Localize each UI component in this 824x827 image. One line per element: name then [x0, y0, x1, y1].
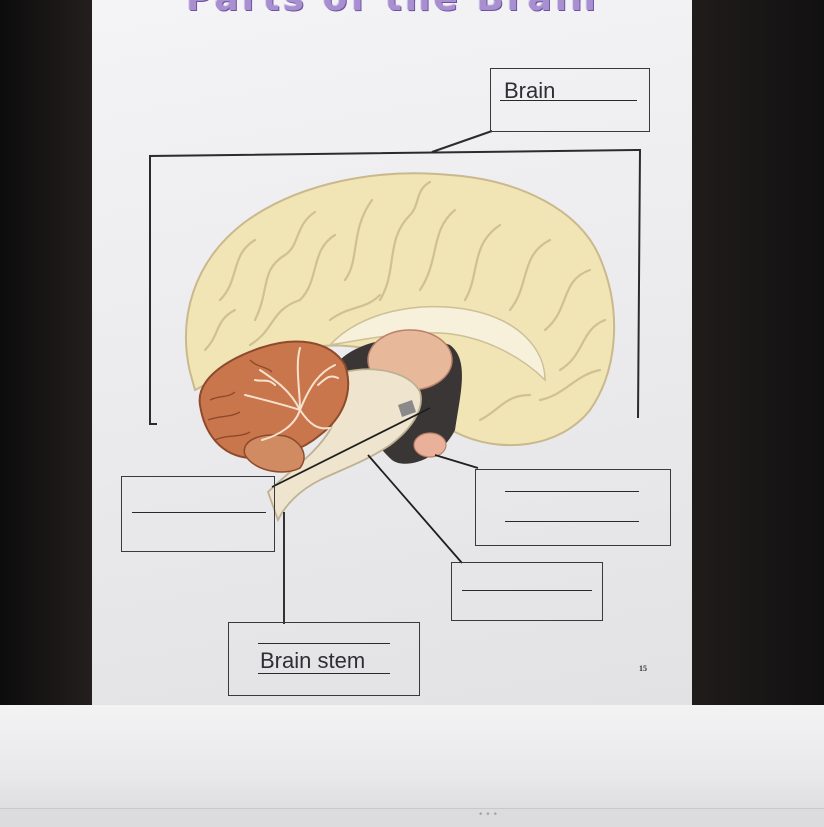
- answer-line: [505, 491, 639, 492]
- answer-line: [505, 521, 639, 522]
- cerebrum: [184, 172, 616, 447]
- brainstem: [266, 368, 422, 523]
- label-brain-stem: Brain stem: [260, 648, 366, 673]
- monitor-bezel-edge: [0, 808, 824, 827]
- monitor-edge-left: [0, 0, 92, 715]
- label-box-spinal-cord[interactable]: [451, 562, 603, 621]
- monitor-bezel: [0, 705, 824, 826]
- answer-line: [258, 673, 390, 674]
- page-title: Parts of the Brain: [186, 0, 606, 19]
- pituitary-gland: [413, 432, 447, 458]
- cerebellum: [198, 340, 350, 473]
- answer-line: [258, 643, 390, 644]
- answer-line: [500, 100, 637, 101]
- answer-line: [132, 512, 266, 513]
- midbrain-aqueduct: [398, 400, 416, 417]
- label-brain: Brain: [504, 78, 556, 103]
- brain-bracket: [149, 130, 642, 425]
- monitor-edge-right: [690, 0, 824, 705]
- dots-icon: •••: [478, 810, 500, 820]
- pointer-lines: [271, 407, 479, 624]
- label-box-brain[interactable]: [490, 68, 650, 132]
- label-box-cerebellum[interactable]: [121, 476, 275, 552]
- answer-line: [462, 590, 592, 591]
- label-box-thalamus-hypothalamus[interactable]: [475, 469, 671, 546]
- page-number: 15: [639, 664, 647, 673]
- label-box-brain-stem[interactable]: [228, 622, 420, 696]
